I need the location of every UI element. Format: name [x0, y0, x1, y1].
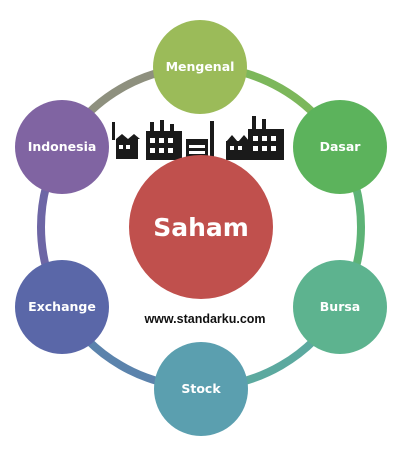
center-circle	[129, 155, 273, 299]
node-label: Mengenal	[166, 59, 235, 74]
node-indonesia: Indonesia	[15, 100, 109, 194]
center-label: Saham	[153, 213, 249, 242]
node-circle	[15, 100, 109, 194]
node-label: Stock	[181, 381, 221, 396]
node-mengenal: Mengenal	[153, 20, 247, 114]
node-label: Dasar	[320, 139, 362, 154]
node-circle	[293, 100, 387, 194]
node-circle	[154, 342, 248, 436]
node-bursa: Bursa	[293, 260, 387, 354]
website-text: www.standarku.com	[143, 312, 265, 326]
node-label: Bursa	[320, 299, 360, 314]
node-label: Exchange	[28, 299, 96, 314]
factory-silhouette-icon	[112, 116, 284, 160]
node-stock: Stock	[154, 342, 248, 436]
node-exchange: Exchange	[15, 260, 109, 354]
node-label: Indonesia	[28, 139, 97, 154]
node-circle	[153, 20, 247, 114]
node-circle	[15, 260, 109, 354]
node-dasar: Dasar	[293, 100, 387, 194]
node-circle	[293, 260, 387, 354]
